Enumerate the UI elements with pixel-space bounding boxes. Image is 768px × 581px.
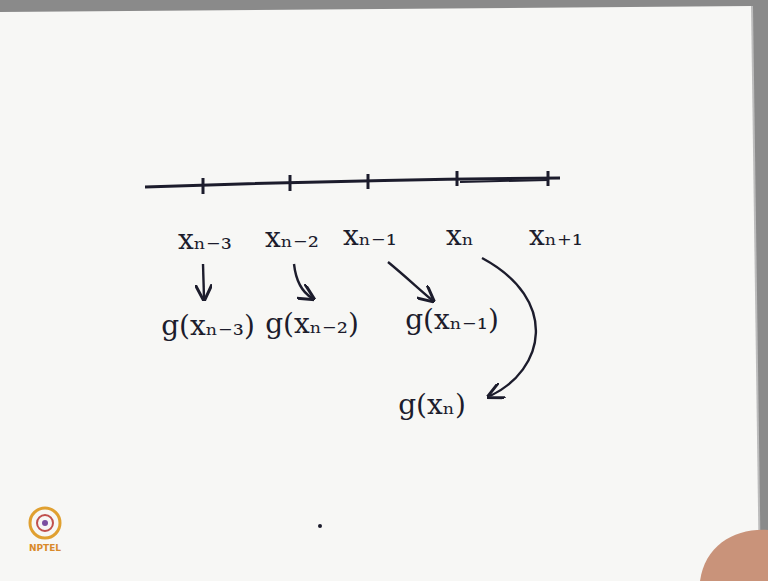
function-value-label: g(xₙ₋₃) [161,309,255,343]
whiteboard [0,6,760,581]
point-label: xₙ₋₃ [178,223,232,257]
function-value-label: g(xₙ) [398,388,466,422]
point-label: xₙ₋₁ [343,219,397,253]
point-label: xₙ₋₂ [265,221,319,255]
highlight-stroke [460,180,548,182]
board-edge [752,6,760,581]
tick-marks [203,171,548,194]
dot [318,524,322,528]
logo-text: NPTEL [29,543,61,554]
function-value-label: g(xₙ₋₁) [405,303,499,337]
hand [700,530,768,581]
nptel-logo [30,508,60,538]
point-label: xₙ [446,219,474,253]
point-label: xₙ₊₁ [529,219,583,253]
function-value-label: g(xₙ₋₂) [265,307,359,341]
number-line [145,178,560,187]
